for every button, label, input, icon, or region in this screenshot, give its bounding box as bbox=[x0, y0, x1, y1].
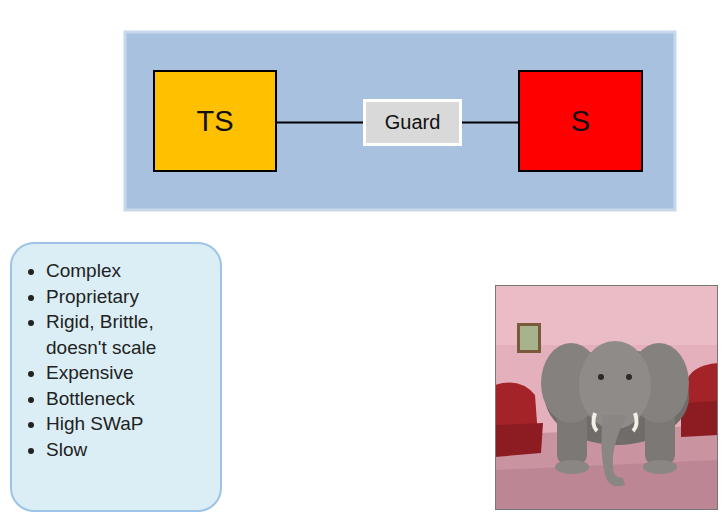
box-label: S bbox=[571, 105, 590, 138]
bullet-item: Complex bbox=[46, 258, 210, 284]
classification-box: TS bbox=[153, 70, 277, 172]
bullet-list-box: ComplexProprietaryRigid, Brittle, doesn'… bbox=[10, 242, 222, 512]
connector-line bbox=[277, 122, 363, 124]
bullet-item: Slow bbox=[46, 437, 210, 463]
bullet-item: Proprietary bbox=[46, 284, 210, 310]
guard-box: Guard bbox=[363, 99, 462, 146]
bullet-item: Rigid, Brittle, doesn't scale bbox=[46, 309, 210, 360]
connector-line bbox=[462, 122, 518, 124]
box-label: Guard bbox=[385, 111, 441, 134]
elephant-photo bbox=[495, 285, 718, 510]
box-label: TS bbox=[196, 105, 233, 138]
bullet-item: High SWaP bbox=[46, 411, 210, 437]
network-panel bbox=[125, 32, 675, 210]
bullet-item: Expensive bbox=[46, 360, 210, 386]
classification-box: S bbox=[518, 70, 643, 172]
bullet-item: Bottleneck bbox=[46, 386, 210, 412]
bullet-list: ComplexProprietaryRigid, Brittle, doesn'… bbox=[26, 258, 210, 462]
